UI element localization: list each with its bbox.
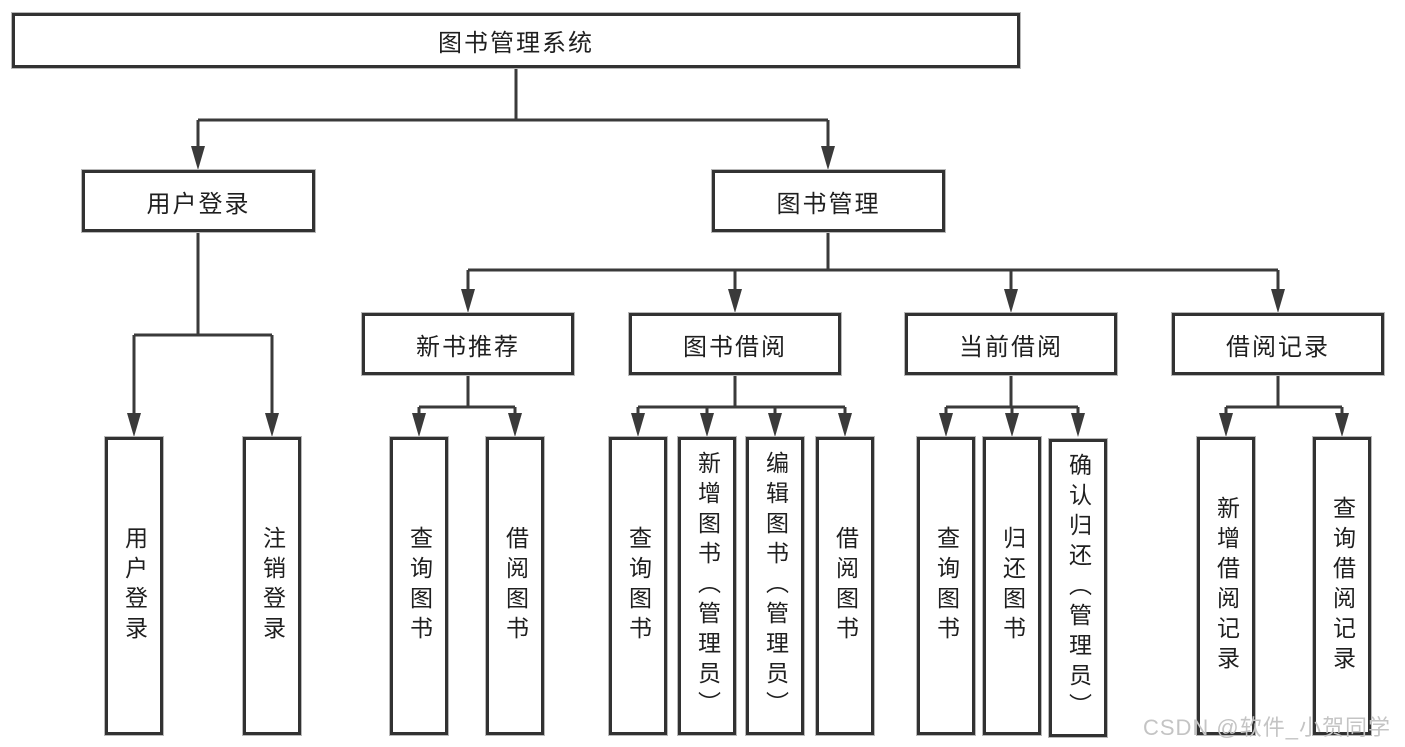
leaf-edit-book-admin-label: 编辑图书（管理员）: [762, 451, 789, 721]
leaf-query-borrow-record-label: 查询借阅记录: [1329, 496, 1356, 676]
leaf-add-book-admin-label: 新增图书（管理员）: [694, 451, 721, 721]
node-book-management-label: 图书管理: [776, 190, 881, 218]
node-new-book-recommend: 新书推荐: [362, 313, 574, 375]
node-current-borrow: 当前借阅: [905, 313, 1117, 375]
leaf-borrow-books-label: 借阅图书: [832, 526, 859, 646]
node-user-login-label: 用户登录: [146, 190, 251, 218]
leaf-query-borrow-record: 查询借阅记录: [1313, 437, 1371, 735]
leaf-query-books-recommend: 查询图书: [390, 437, 448, 735]
leaf-logout: 注销登录: [243, 437, 301, 735]
leaf-logout-label: 注销登录: [259, 526, 286, 646]
leaf-add-borrow-record-label: 新增借阅记录: [1213, 496, 1240, 676]
leaf-query-books-current: 查询图书: [917, 437, 975, 735]
leaf-confirm-return-admin-label: 确认归还（管理员）: [1065, 453, 1092, 723]
node-new-book-recommend-label: 新书推荐: [416, 333, 520, 361]
leaf-query-books-recommend-label: 查询图书: [406, 526, 433, 646]
leaf-confirm-return-admin: 确认归还（管理员）: [1049, 439, 1107, 737]
node-current-borrow-label: 当前借阅: [959, 333, 1063, 361]
leaf-query-books-borrow: 查询图书: [609, 437, 667, 735]
leaf-add-book-admin: 新增图书（管理员）: [678, 437, 736, 735]
node-borrow-records-label: 借阅记录: [1226, 333, 1330, 361]
csdn-watermark: CSDN @软件_小贺同学: [1142, 715, 1391, 740]
leaf-user-login: 用户登录: [105, 437, 163, 735]
leaf-borrow-books-recommend: 借阅图书: [486, 437, 544, 735]
leaf-return-books: 归还图书: [983, 437, 1041, 735]
leaf-borrow-books: 借阅图书: [816, 437, 874, 735]
node-user-login: 用户登录: [82, 170, 315, 232]
leaf-edit-book-admin: 编辑图书（管理员）: [746, 437, 804, 735]
leaf-add-borrow-record: 新增借阅记录: [1197, 437, 1255, 735]
node-book-management: 图书管理: [712, 170, 945, 232]
leaf-query-books-current-label: 查询图书: [933, 526, 960, 646]
node-library-system: 图书管理系统: [12, 13, 1020, 68]
arrowheads: [127, 146, 1349, 437]
node-library-system-label: 图书管理系统: [438, 30, 594, 57]
node-book-borrow: 图书借阅: [629, 313, 841, 375]
node-book-borrow-label: 图书借阅: [683, 333, 787, 361]
leaf-borrow-books-recommend-label: 借阅图书: [502, 526, 529, 646]
node-borrow-records: 借阅记录: [1172, 313, 1384, 375]
leaf-user-login-label: 用户登录: [121, 526, 148, 646]
leaf-query-books-borrow-label: 查询图书: [625, 526, 652, 646]
leaf-return-books-label: 归还图书: [999, 526, 1026, 646]
